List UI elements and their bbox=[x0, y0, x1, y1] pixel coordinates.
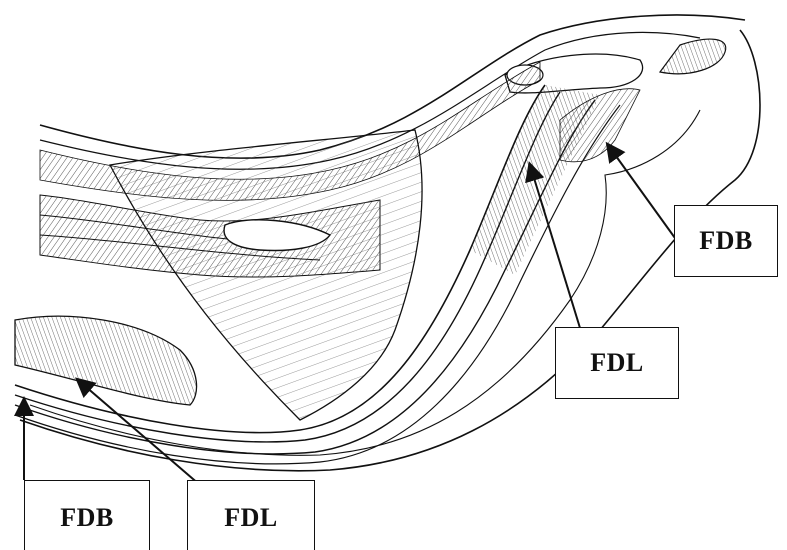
label-fdb-left: FDB bbox=[24, 480, 150, 550]
label-fdb-right-text: FDB bbox=[699, 226, 753, 256]
heel-fat-pad bbox=[15, 316, 197, 405]
label-fdb-left-text: FDB bbox=[60, 503, 114, 533]
label-fdl-right-text: FDL bbox=[590, 348, 644, 378]
toe-tip bbox=[660, 39, 726, 74]
label-fdb-right: FDB bbox=[674, 205, 778, 277]
label-fdl-left: FDL bbox=[187, 480, 315, 550]
label-fdl-right: FDL bbox=[555, 327, 679, 399]
label-fdl-left-text: FDL bbox=[224, 503, 278, 533]
arrow-fdb-right bbox=[608, 145, 680, 245]
